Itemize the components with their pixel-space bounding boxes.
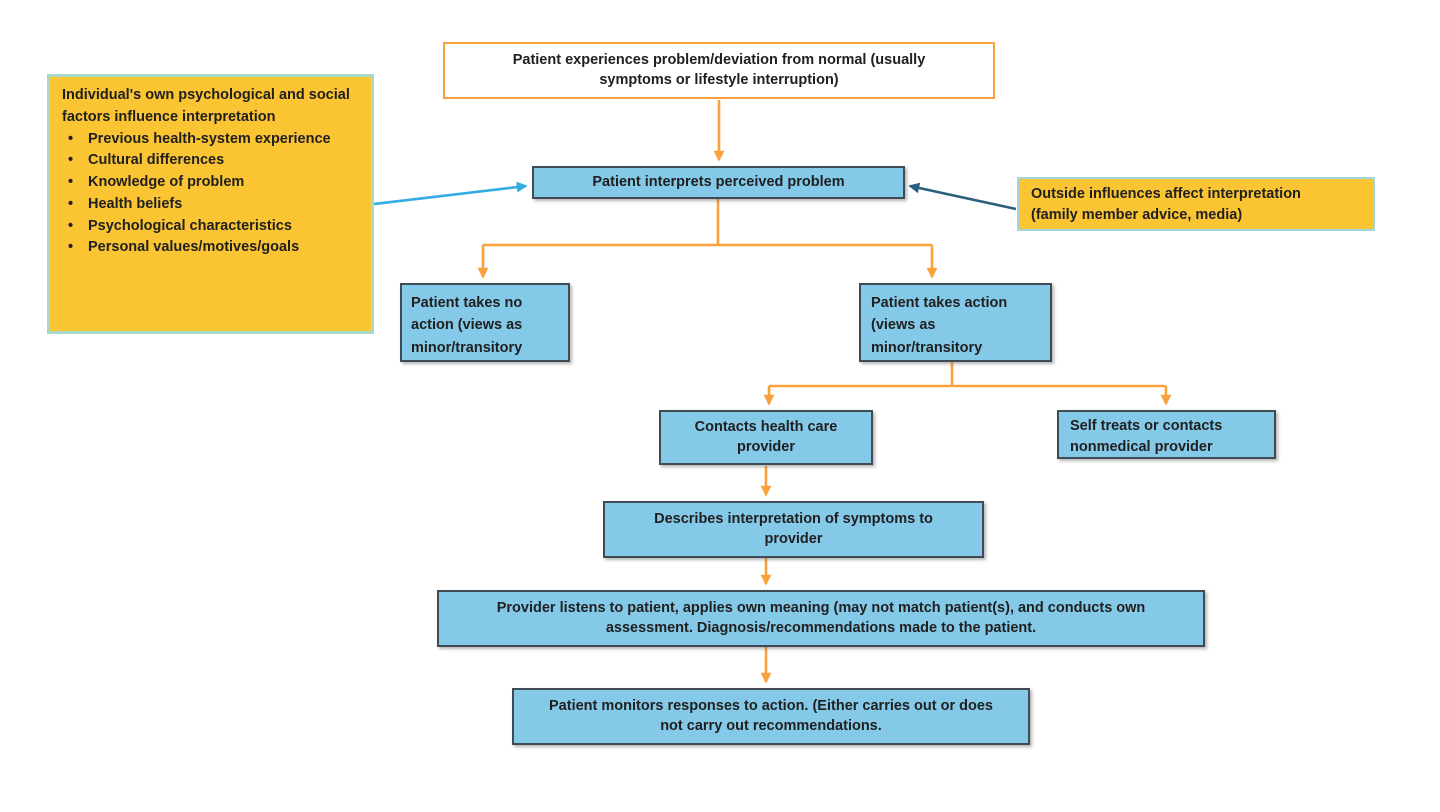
list-item: • Cultural differences xyxy=(62,150,361,172)
arrow-rightnote-to-interpret xyxy=(908,182,1017,211)
list-item: • Knowledge of problem xyxy=(62,172,361,194)
node-contacts-health-care-provider: Contacts health care provider xyxy=(659,410,873,465)
node-label: Patient takes no action (views as minor/… xyxy=(411,295,523,356)
node-label: Self treats or contacts nonmedical provi… xyxy=(1070,418,1223,456)
node-label: Patient interprets perceived problem xyxy=(592,173,845,190)
node-patient-monitors-responses: Patient monitors responses to action. (E… xyxy=(512,688,1030,745)
list-item: • Health beliefs xyxy=(62,194,361,216)
bullet-icon: • xyxy=(68,195,74,212)
branch-action xyxy=(769,362,1166,388)
arrow-leftnote-to-interpret xyxy=(373,181,528,206)
branch-interpret xyxy=(483,199,932,247)
node-label: Patient takes action (views as minor/tra… xyxy=(871,295,1008,356)
bullet-label: Health beliefs xyxy=(88,195,183,212)
bullet-label: Cultural differences xyxy=(88,152,225,169)
bullet-icon: • xyxy=(68,239,74,256)
note-individual-factors: Individual's own psychological and socia… xyxy=(47,74,374,334)
note-text: Outside influences affect interpretation… xyxy=(1031,186,1301,224)
bullet-icon: • xyxy=(68,174,74,190)
node-provider-listens: Provider listens to patient, applies own… xyxy=(437,590,1205,647)
node-label: Patient experiences problem/deviation fr… xyxy=(512,52,926,88)
node-label: Contacts health care provider xyxy=(694,419,838,455)
list-item: • Psychological characteristics xyxy=(62,216,361,238)
note-title: Individual's own psychological and socia… xyxy=(62,87,350,125)
bullet-icon: • xyxy=(68,217,74,234)
node-patient-takes-action: Patient takes action (views as minor/tra… xyxy=(859,283,1052,362)
node-self-treats: Self treats or contacts nonmedical provi… xyxy=(1057,410,1276,459)
note-outside-influences: Outside influences affect interpretation… xyxy=(1017,177,1375,231)
list-item: • Personal values/motives/goals xyxy=(62,237,361,259)
bullet-label: Knowledge of problem xyxy=(88,174,245,190)
list-item: • Previous health-system experience xyxy=(62,129,361,151)
bullet-icon: • xyxy=(68,130,74,147)
node-label: Patient monitors responses to action. (E… xyxy=(549,698,993,734)
node-describes-interpretation: Describes interpretation of symptoms to … xyxy=(603,501,984,558)
node-patient-takes-no-action: Patient takes no action (views as minor/… xyxy=(400,283,570,362)
bullet-icon: • xyxy=(68,152,74,169)
bullet-label: Personal values/motives/goals xyxy=(88,239,300,256)
node-patient-interprets-problem: Patient interprets perceived problem xyxy=(532,166,905,199)
node-label: Describes interpretation of symptoms to … xyxy=(654,511,933,547)
node-label: Provider listens to patient, applies own… xyxy=(496,600,1146,636)
node-patient-experiences-problem: Patient experiences problem/deviation fr… xyxy=(443,42,995,99)
bullet-label: Psychological characteristics xyxy=(88,217,292,234)
bullet-label: Previous health-system experience xyxy=(88,130,331,147)
